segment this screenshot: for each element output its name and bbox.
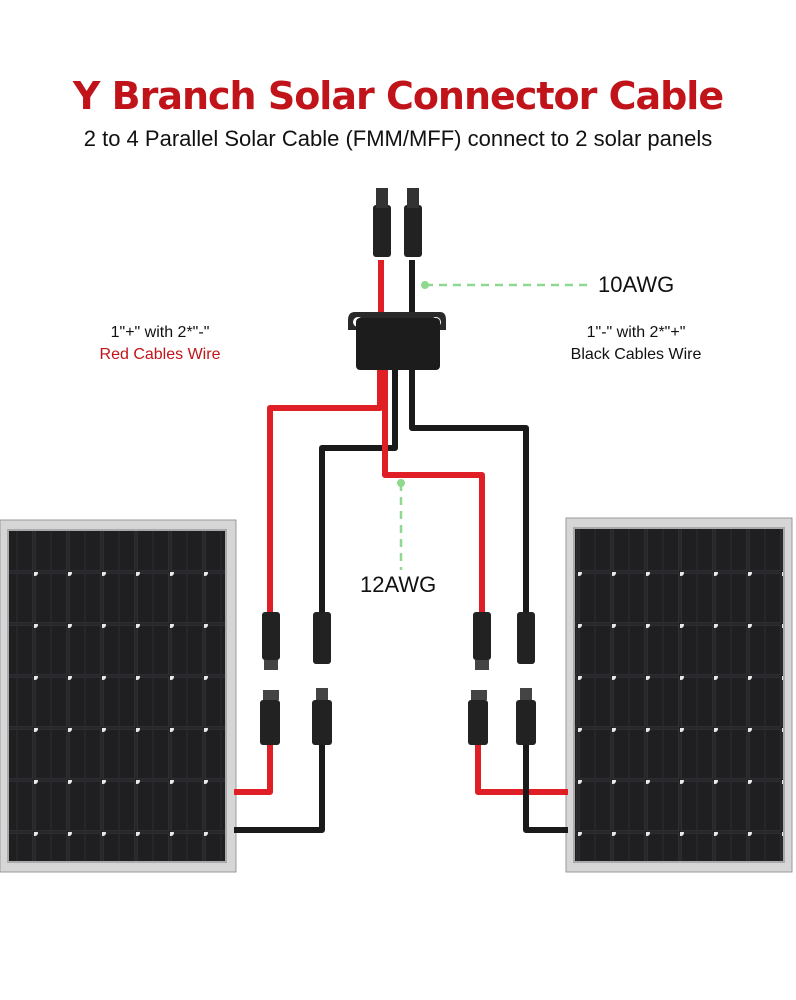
- left-wire-label-line2: Red Cables Wire: [99, 346, 221, 363]
- y-junction-box: [348, 312, 446, 370]
- left-solar-panel: [0, 519, 237, 873]
- left-wire-label-line1: 1"+" with 2*"-": [110, 324, 210, 341]
- top-connectors: [373, 188, 422, 257]
- page-subtitle: 2 to 4 Parallel Solar Cable (FMM/MFF) co…: [83, 126, 713, 151]
- mc4-connectors: [260, 612, 536, 745]
- right-wire-label-line1: 1"-" with 2*"+": [586, 324, 686, 341]
- page-title: Y Branch Solar Connector Cable: [72, 74, 724, 118]
- right-solar-panel: [565, 517, 793, 873]
- right-wire-label: 1"-" with 2*"+" Black Cables Wire: [536, 322, 736, 366]
- gauge-12awg-label: 12AWG: [360, 572, 437, 597]
- right-wire-label-line2: Black Cables Wire: [570, 346, 702, 363]
- gauge-leaders: [399, 283, 590, 570]
- gauge-10awg-label: 10AWG: [598, 272, 675, 297]
- left-wire-label: 1"+" with 2*"-" Red Cables Wire: [60, 322, 260, 366]
- branch-wires: [234, 368, 568, 833]
- main-leads: [378, 260, 415, 318]
